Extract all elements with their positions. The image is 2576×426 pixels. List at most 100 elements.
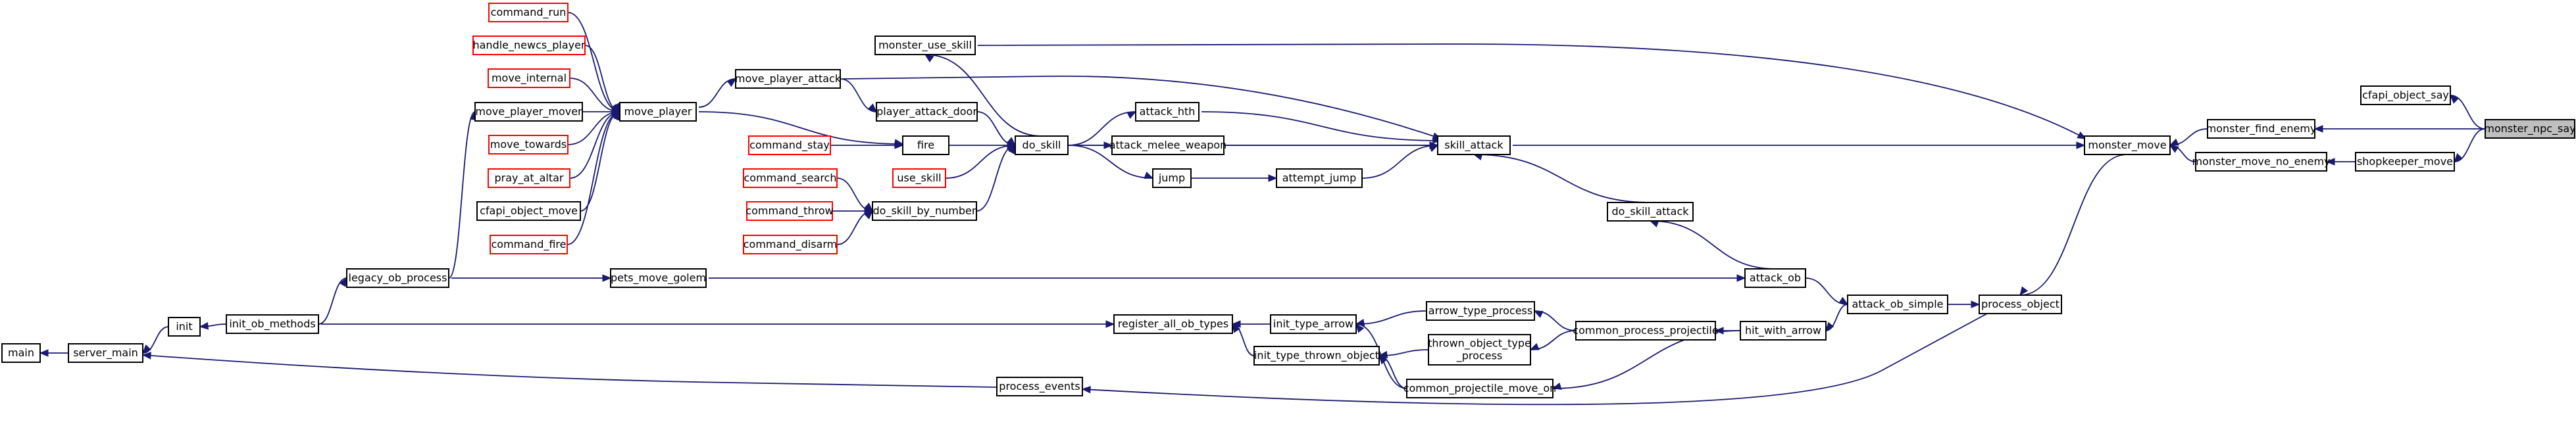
node-label: move_internal bbox=[492, 72, 567, 85]
edge-fire-calls-do_skill bbox=[949, 141, 1017, 149]
node-process-object[interactable]: process_object bbox=[1979, 295, 2062, 314]
edge-init_ob_methods-calls-legacy_ob_process bbox=[318, 277, 347, 325]
node-label: move_player_mover bbox=[475, 105, 582, 118]
edge-monster_use_skill-calls-monster_move bbox=[977, 43, 2087, 139]
node-command-run[interactable]: command_run bbox=[488, 3, 568, 22]
node-process-events[interactable]: process_events bbox=[996, 377, 1083, 396]
node-command-fire[interactable]: command_fire bbox=[490, 235, 568, 254]
node-server-main[interactable]: server_main bbox=[68, 343, 143, 363]
node-monster-find-enemy[interactable]: monster_find_enemy bbox=[2206, 119, 2317, 139]
node-move-towards[interactable]: move_towards bbox=[488, 135, 568, 154]
node-fire[interactable]: fire bbox=[902, 135, 949, 155]
node-thrown-object-type-process[interactable]: thrown_object_type_process bbox=[1428, 334, 1531, 366]
edge-pray_at_altar-calls-move_player bbox=[569, 110, 620, 179]
node-label: move_towards bbox=[490, 138, 567, 151]
edge-do_skill-calls-attack_hth bbox=[1067, 111, 1137, 146]
edge-command_fire-calls-move_player bbox=[567, 110, 620, 245]
node-player-attack-door[interactable]: player_attack_door bbox=[876, 102, 978, 122]
node-monster-npc-say[interactable]: monster_npc_say bbox=[2484, 119, 2576, 139]
edge-command_stay-calls-fire bbox=[830, 141, 904, 149]
edge-monster_npc_say-calls-cfapi_object_say bbox=[2450, 95, 2486, 130]
node-register-all-ob-types[interactable]: register_all_ob_types bbox=[1113, 314, 1233, 334]
node-main[interactable]: main bbox=[1, 343, 41, 363]
node-label: common_projectile_move_on bbox=[1403, 382, 1557, 395]
node-shopkeeper-move[interactable]: shopkeeper_move bbox=[2355, 152, 2455, 172]
node-label: common_process_projectile bbox=[1573, 324, 1718, 337]
node-do-skill[interactable]: do_skill bbox=[1015, 135, 1069, 155]
node-monster-move-no-enemy[interactable]: monster_move_no_enemy bbox=[2192, 152, 2331, 172]
node-monster-move[interactable]: monster_move bbox=[2084, 135, 2171, 155]
node-label: init_type_thrown_object bbox=[1254, 349, 1379, 362]
node-label: command_stay bbox=[749, 139, 830, 152]
node-handle-newcs-player[interactable]: handle_newcs_player bbox=[472, 36, 586, 55]
node-common-process-projectile[interactable]: common_process_projectile bbox=[1573, 321, 1719, 341]
node-label: move_player_attack bbox=[735, 72, 842, 85]
node-skill-attack[interactable]: skill_attack bbox=[1437, 135, 1511, 155]
node-cfapi-object-move[interactable]: cfapi_object_move bbox=[476, 201, 581, 221]
call-graph-edges bbox=[39, 12, 2486, 406]
node-do-skill-attack[interactable]: do_skill_attack bbox=[1607, 202, 1694, 222]
node-command-disarm[interactable]: command_disarm bbox=[743, 235, 838, 254]
node-attack-ob-simple[interactable]: attack_ob_simple bbox=[1847, 295, 1948, 314]
node-command-stay[interactable]: command_stay bbox=[748, 135, 831, 155]
node-move-internal[interactable]: move_internal bbox=[488, 68, 570, 88]
node-label: init_type_arrow bbox=[1273, 318, 1353, 331]
node-label: move_player bbox=[624, 105, 692, 118]
node-label: process_events bbox=[999, 380, 1080, 393]
node-jump[interactable]: jump bbox=[1152, 168, 1192, 188]
edge-init_ob_methods-calls-init bbox=[199, 322, 227, 330]
node-monster-use-skill[interactable]: monster_use_skill bbox=[874, 36, 976, 55]
node-cfapi-object-say[interactable]: cfapi_object_say bbox=[2360, 85, 2451, 105]
edge-pets_move_golem-calls-attack_ob bbox=[709, 274, 1746, 282]
edge-shopkeeper_move-calls-monster_move_no_enemy bbox=[2325, 158, 2356, 166]
node-use-skill[interactable]: use_skill bbox=[892, 168, 946, 188]
edge-cfapi_object_move-calls-move_player bbox=[580, 110, 620, 212]
node-move-player[interactable]: move_player bbox=[619, 102, 697, 122]
node-pets-move-golem[interactable]: pets_move_golem bbox=[610, 268, 707, 288]
node-hit-with-arrow[interactable]: hit_with_arrow bbox=[1740, 321, 1827, 341]
node-move-player-attack[interactable]: move_player_attack bbox=[735, 69, 842, 89]
edge-do_skill_attack-calls-skill_attack bbox=[1473, 153, 1651, 203]
edge-legacy_ob_process-calls-pets_move_golem bbox=[451, 274, 612, 282]
node-init-type-thrown-object[interactable]: init_type_thrown_object bbox=[1253, 346, 1380, 366]
node-label: attack_hth bbox=[1140, 105, 1196, 118]
node-label: command_disarm bbox=[744, 238, 837, 251]
node-attack-melee-weapon[interactable]: attack_melee_weapon bbox=[1109, 135, 1227, 155]
node-label: attack_ob_simple bbox=[1852, 298, 1944, 311]
node-label: do_skill bbox=[1023, 139, 1061, 152]
edge-monster_npc_say-calls-shopkeeper_move bbox=[2454, 128, 2486, 162]
node-arrow-type-process[interactable]: arrow_type_process bbox=[1426, 301, 1535, 321]
node-common-projectile-move-on[interactable]: common_projectile_move_on bbox=[1403, 379, 1557, 398]
node-pray-at-altar[interactable]: pray_at_altar bbox=[488, 168, 570, 188]
node-command-throw[interactable]: command_throw bbox=[745, 201, 834, 221]
node-label: server_main bbox=[73, 346, 138, 360]
node-init-ob-methods[interactable]: init_ob_methods bbox=[226, 314, 319, 334]
node-label: arrow_type_process bbox=[1428, 304, 1532, 318]
edge-common_projectile_move_on-calls-init_type_thrown_object bbox=[1378, 355, 1407, 389]
edge-init-calls-server_main bbox=[142, 326, 169, 354]
node-move-player-mover[interactable]: move_player_mover bbox=[474, 102, 583, 122]
edge-monster_find_enemy-calls-monster_move bbox=[2169, 128, 2208, 146]
node-label: cfapi_object_say bbox=[2362, 89, 2449, 102]
edge-do_skill-calls-jump bbox=[1067, 145, 1154, 179]
edge-do_skill_by_number-calls-do_skill bbox=[976, 144, 1016, 212]
node-attack-ob[interactable]: attack_ob bbox=[1744, 268, 1806, 288]
node-attack-hth[interactable]: attack_hth bbox=[1135, 102, 1200, 122]
edge-monster_move_no_enemy-calls-monster_move bbox=[2169, 145, 2196, 162]
node-label: do_skill_by_number bbox=[873, 204, 976, 218]
node-init[interactable]: init bbox=[168, 317, 201, 337]
node-command-search[interactable]: command_search bbox=[743, 168, 838, 188]
node-label: init_ob_methods bbox=[229, 318, 315, 331]
node-label: shopkeeper_move bbox=[2357, 155, 2453, 168]
node-label: init bbox=[176, 320, 192, 333]
edge-use_skill-calls-do_skill bbox=[945, 145, 1017, 179]
edge-process_events-calls-server_main bbox=[141, 352, 998, 388]
node-label: attack_ob bbox=[1750, 272, 1801, 285]
node-init-type-arrow[interactable]: init_type_arrow bbox=[1270, 314, 1357, 334]
node-do-skill-by-number[interactable]: do_skill_by_number bbox=[872, 201, 977, 221]
node-legacy-ob-process[interactable]: legacy_ob_process bbox=[346, 268, 449, 288]
node-label: monster_npc_say bbox=[2484, 122, 2575, 135]
node-attempt-jump[interactable]: attempt_jump bbox=[1276, 168, 1363, 188]
node-label: skill_attack bbox=[1444, 139, 1503, 152]
